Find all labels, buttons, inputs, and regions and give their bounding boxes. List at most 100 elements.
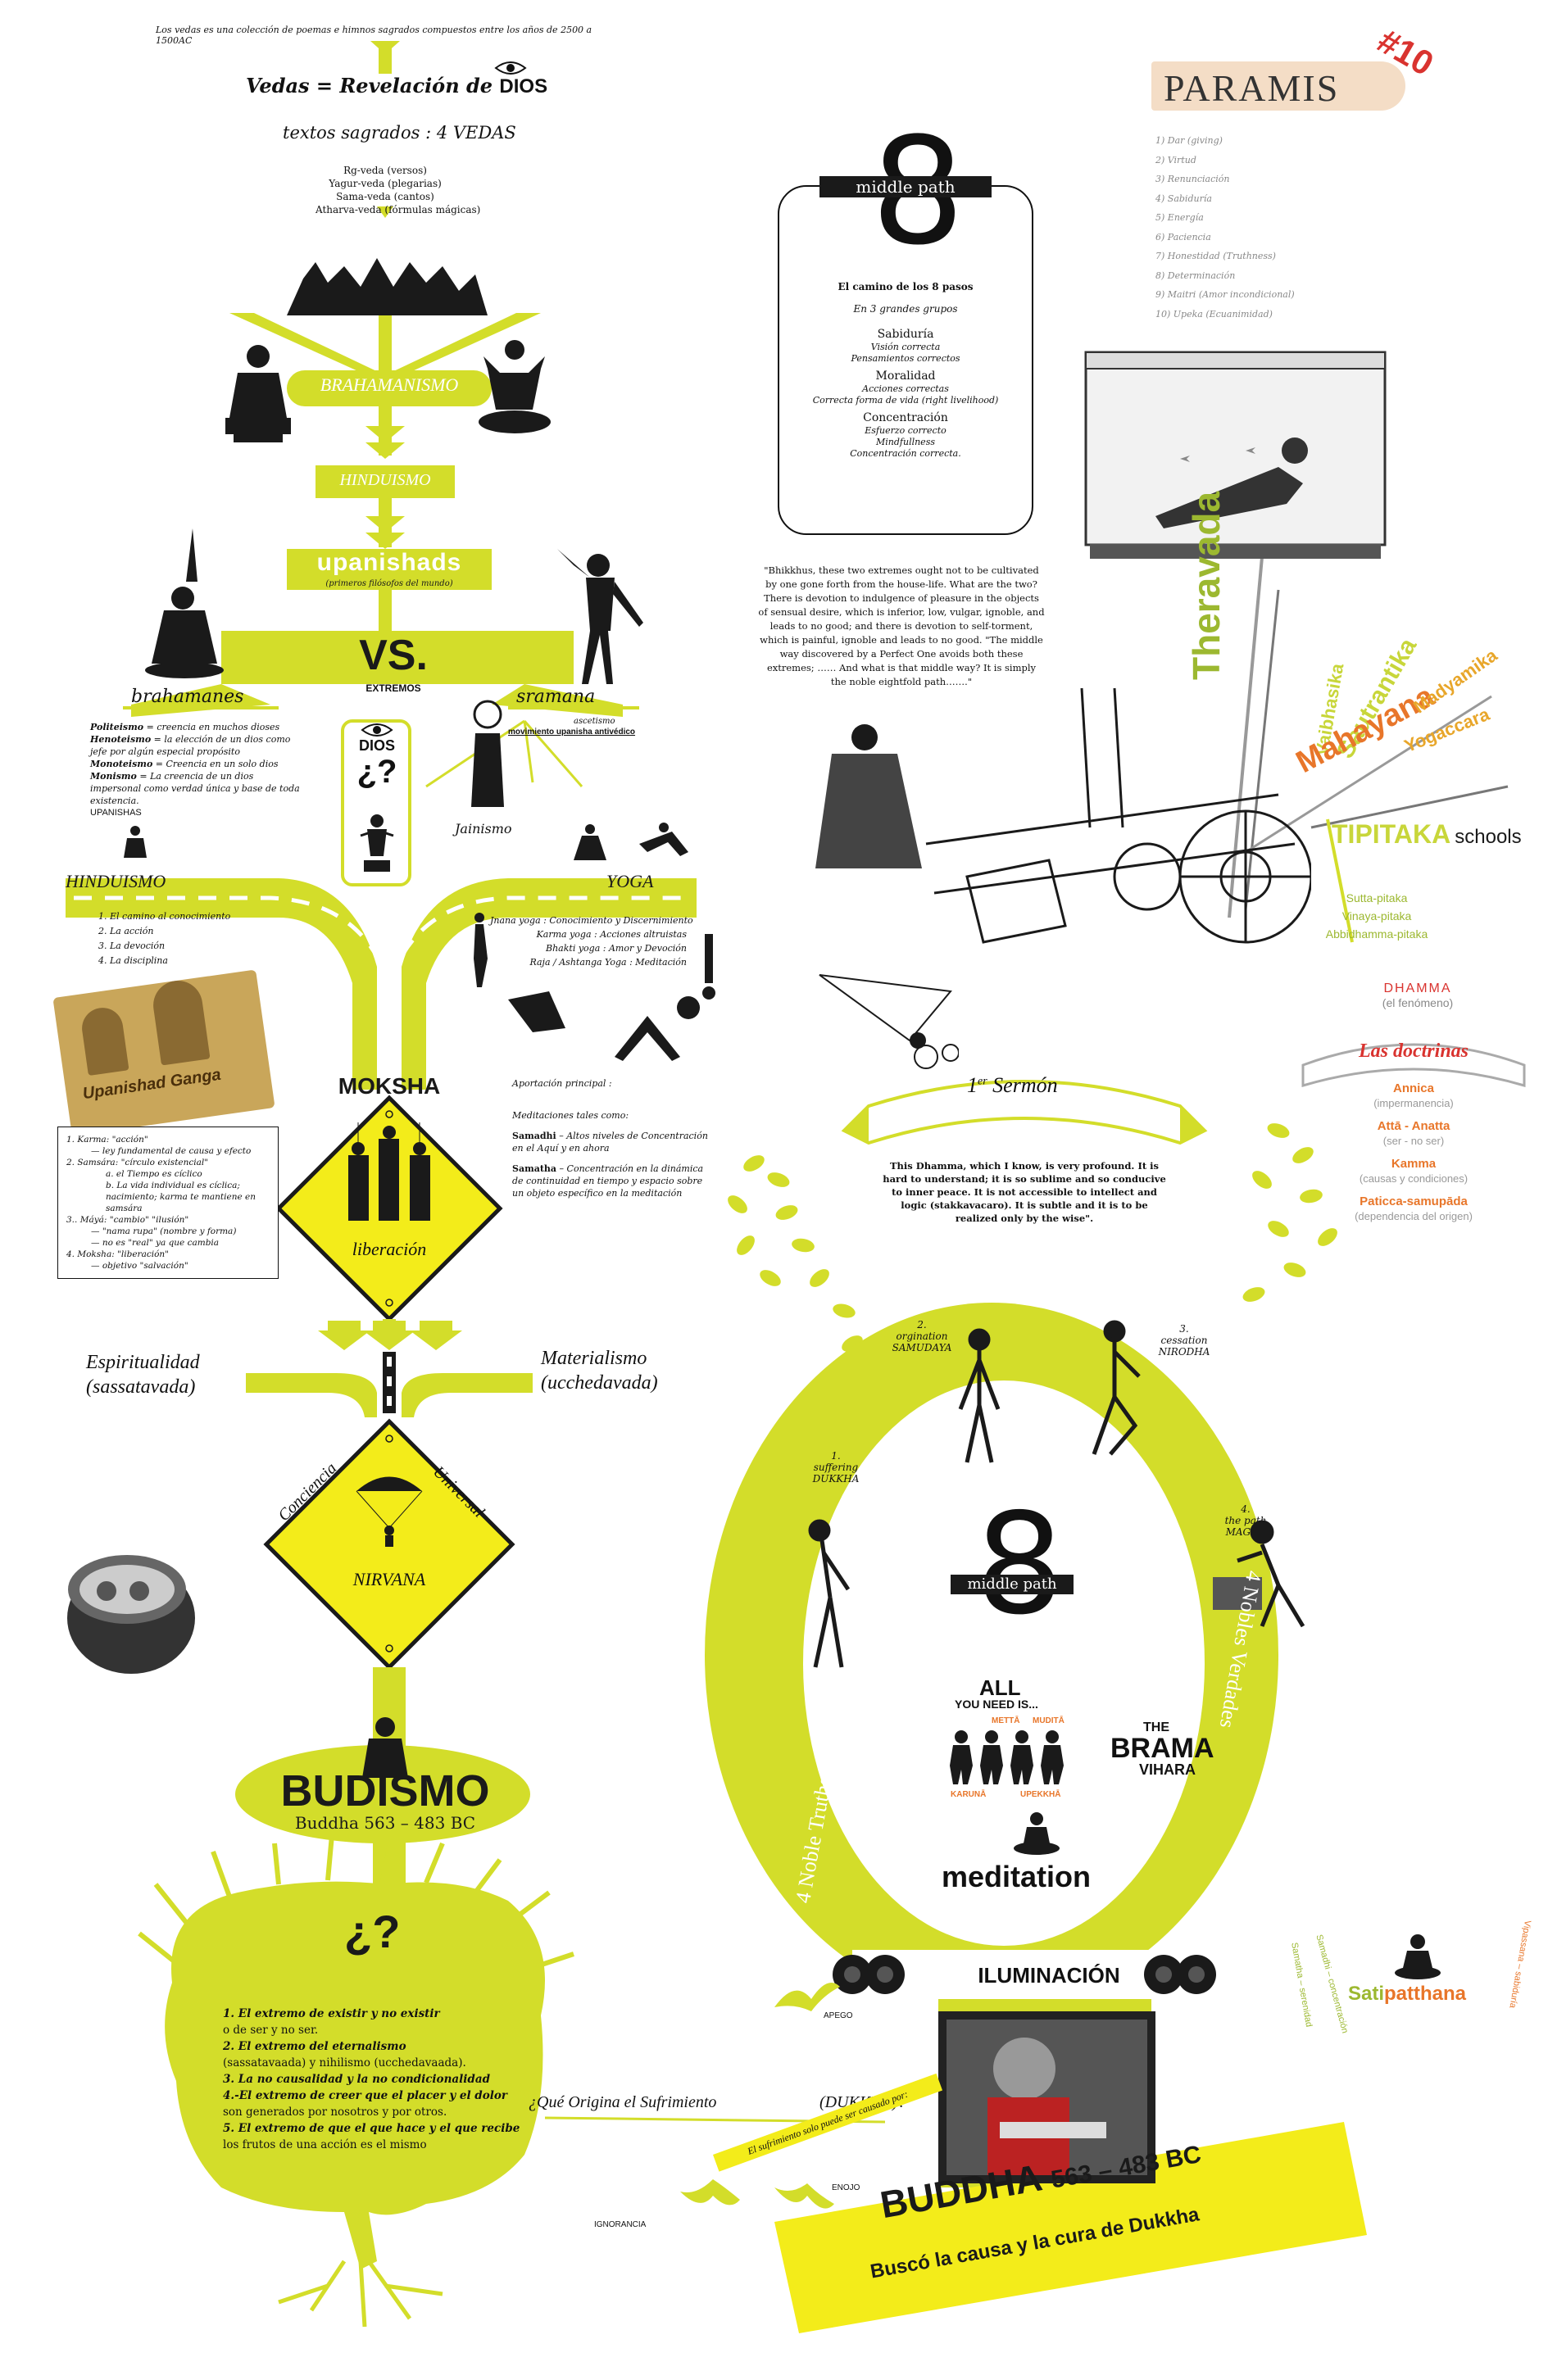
upekkha-label: UPEKKHĀ bbox=[1020, 1790, 1061, 1799]
yoga-types: Jnana yoga : Conocimiento y Discernimien… bbox=[490, 913, 693, 969]
ucchedavada-label: (ucchedavada) bbox=[541, 1372, 658, 1394]
sabiduria-label: Sabiduría bbox=[877, 328, 934, 341]
parami-item: 8) Determinación bbox=[1155, 270, 1236, 281]
yoga-figure-icon bbox=[474, 913, 488, 987]
vihara-label: VIHARA bbox=[1139, 1761, 1196, 1778]
path-item: 3. La devoción bbox=[98, 941, 166, 951]
bird-icon bbox=[680, 2179, 740, 2205]
bird-icon bbox=[774, 2183, 834, 2209]
you-need-label: YOU NEED IS... bbox=[955, 1698, 1038, 1711]
tipitaka-label: TIPITAKA bbox=[1332, 819, 1451, 849]
ascetismo-label: ascetismo bbox=[574, 717, 615, 726]
middle-path-label: middle path bbox=[819, 176, 992, 197]
paramis-tag: PARAMIS bbox=[1151, 61, 1405, 111]
parami-item: 2) Virtud bbox=[1155, 154, 1196, 165]
tree-blob bbox=[165, 1881, 545, 2269]
upanishas-label: UPANISHAS bbox=[90, 808, 142, 818]
seated-deity-left bbox=[225, 345, 291, 442]
meditation-icon-2 bbox=[1395, 1934, 1441, 1979]
concentracion-label: Concentración bbox=[863, 411, 948, 424]
definition-item: Politeismo = creencia en muchos dioses bbox=[90, 721, 303, 733]
truth-1: 1. suffering DUKKHA bbox=[791, 1450, 881, 1485]
skeleton-figure bbox=[1213, 1520, 1305, 1628]
eye-icon bbox=[361, 723, 393, 737]
path-item: 1. El camino al conocimiento bbox=[98, 911, 231, 922]
truth-3: 3. cessation NIRODHA bbox=[1139, 1323, 1229, 1358]
eye-icon bbox=[494, 61, 527, 75]
pitaka-item: Vinaya-pitaka bbox=[1341, 909, 1412, 923]
truth-2: 2. orgination SAMUDAYA bbox=[877, 1319, 967, 1353]
parami-item: 6) Paciencia bbox=[1155, 231, 1211, 243]
doctrine-term: Paticca-samupāda bbox=[1360, 1195, 1468, 1208]
extreme-title: 3. La no causalidad y la no condicionali… bbox=[223, 2073, 491, 2086]
machine-illustration bbox=[925, 687, 1311, 944]
definition-text: = Creencia en un solo dios bbox=[152, 759, 279, 769]
concentracion-item: Mindfullness bbox=[876, 437, 935, 447]
moralidad-label: Moralidad bbox=[875, 369, 936, 383]
deities-illustration bbox=[287, 258, 488, 315]
samadhi-text: – Altos niveles de Concentración en el A… bbox=[512, 1131, 708, 1154]
definition-item: Monoteismo = Creencia en un solo dios bbox=[90, 758, 303, 770]
sermon-title: 1er Sermón bbox=[967, 1073, 1058, 1098]
buddha-banner bbox=[774, 2122, 1367, 2333]
budismo-label: BUDISMO bbox=[280, 1766, 490, 1816]
question-mark: ¿? bbox=[344, 1906, 401, 1957]
bhikkhus-quote: "Bhikkhus, these two extremes ought not … bbox=[758, 564, 1045, 687]
karma-item: 2. Samsára: "círculo existencial" bbox=[66, 1158, 209, 1167]
truth-number: 1. bbox=[831, 1450, 841, 1462]
buddha-statue bbox=[362, 1717, 408, 1778]
dios-question: ¿? bbox=[356, 754, 397, 790]
hindu-paths: 1. El camino al conocimiento 2. La acció… bbox=[98, 909, 230, 968]
headstand-icon bbox=[702, 934, 715, 1000]
pitaka-item: Abbidhamma-pitaka bbox=[1325, 927, 1428, 941]
nirvana-label: NIRVANA bbox=[352, 1569, 426, 1589]
yoga-poses-icon bbox=[574, 823, 688, 860]
metta-label: METTĀ bbox=[992, 1716, 1020, 1725]
hinduismo-label: HINDUISMO bbox=[339, 471, 431, 489]
dios-label: DIOS bbox=[499, 75, 548, 97]
buddha-dates: Buddha 563 – 483 BC bbox=[294, 1813, 476, 1833]
meditation-label: meditation bbox=[941, 1860, 1091, 1893]
yoga-label: YOGA bbox=[606, 871, 654, 891]
vedas-intro: Los vedas es una colección de poemas e h… bbox=[156, 25, 592, 46]
doctrine-sub: (ser - no ser) bbox=[1382, 1135, 1445, 1147]
yoga-item: Bhakti yoga : Amor y Devoción bbox=[546, 943, 687, 954]
locket-image bbox=[67, 1555, 195, 1674]
definition-term: Henoteismo bbox=[90, 734, 152, 745]
definition-text: = creencia en muchos dioses bbox=[143, 722, 280, 732]
middle-path-label-2: middle path bbox=[951, 1575, 1074, 1594]
yoga-item: Jnana yoga : Conocimiento y Discernimien… bbox=[490, 915, 693, 926]
extreme-title: 5. El extremo de que el que hace y el qu… bbox=[223, 2122, 520, 2135]
brahamanes-label: brahamanes bbox=[131, 687, 244, 707]
path-item: 2. La acción bbox=[98, 926, 154, 936]
pitaka-item: Sutta-pitaka bbox=[1346, 891, 1408, 904]
jainismo-label: Jainismo bbox=[455, 821, 512, 836]
doctrine-sub: (causas y condiciones) bbox=[1359, 1172, 1469, 1185]
vs-label: VS. bbox=[359, 632, 428, 679]
bird-icon bbox=[774, 1983, 840, 2011]
samatha-note: Samatha – Concentración en la dinámica d… bbox=[512, 1163, 709, 1199]
truth-number: 2. bbox=[917, 1319, 927, 1331]
dios-box bbox=[341, 719, 411, 886]
skeleton-figure bbox=[1092, 1320, 1141, 1456]
veda-item: Atharva-veda (fórmulas mágicas) bbox=[316, 204, 481, 215]
moralidad-item: Correcta forma de vida (right livelihood… bbox=[812, 395, 999, 406]
ignorancia-label: IGNORANCIA bbox=[594, 2220, 647, 2229]
moralidad-item: Acciones correctas bbox=[862, 383, 949, 394]
parachute-figure bbox=[356, 1476, 423, 1547]
patthana-label: patthana bbox=[1384, 1983, 1467, 2005]
definition-item: Monismo = La creencia de un dios imperso… bbox=[90, 770, 303, 807]
vedas-title: Vedas = Revelación de DIOS bbox=[246, 74, 547, 98]
paramis-title: PARAMIS bbox=[1164, 67, 1340, 109]
schools-label: schools bbox=[1455, 826, 1522, 848]
parami-item: 7) Honestidad (Truthness) bbox=[1155, 251, 1276, 261]
tipitaka-heading: TIPITAKA schools bbox=[1332, 819, 1522, 850]
samatha-term: Samatha bbox=[512, 1163, 557, 1174]
small-buddha-icon bbox=[124, 826, 147, 858]
extreme-sub: los frutos de una acción es el mismo bbox=[223, 2138, 427, 2151]
karma-item: — no es "real" ya que cambia bbox=[91, 1238, 220, 1248]
samatha-text: – Concentración en la dinámica de contin… bbox=[512, 1163, 704, 1199]
textos-sagrados: textos sagrados : 4 VEDAS bbox=[283, 123, 516, 143]
